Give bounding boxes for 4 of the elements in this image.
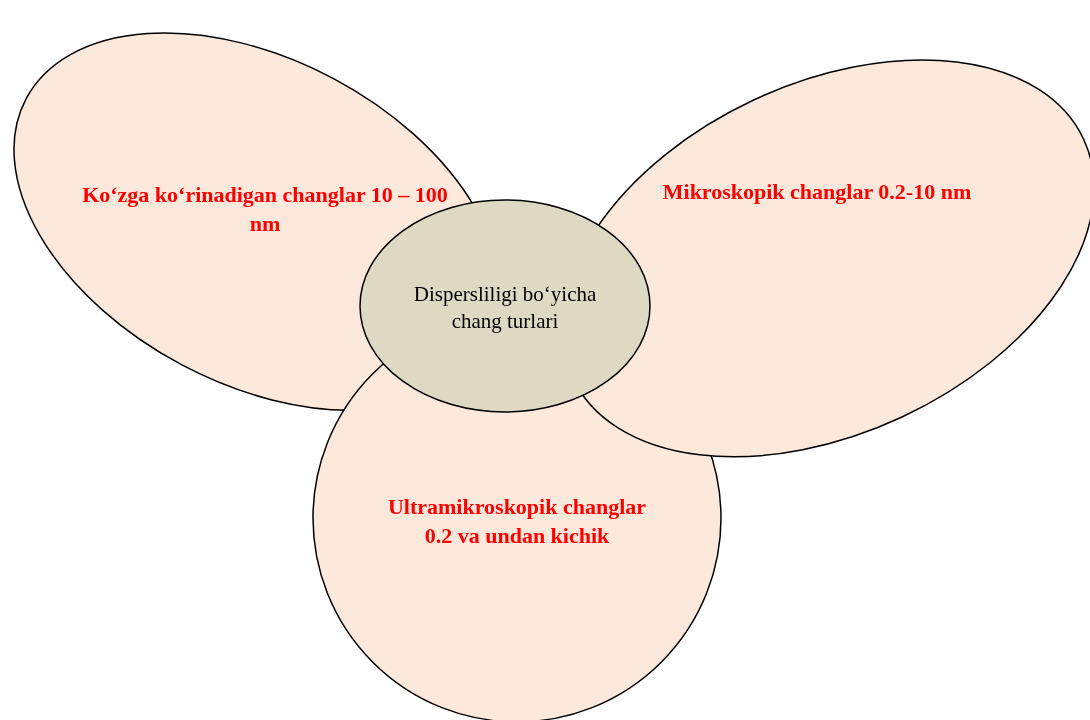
- category-label: Ultramikroskopik changlar 0.2 va undan kichik: [387, 493, 647, 550]
- center-label: Dispersliligi bo‘yicha chang turlari: [412, 281, 598, 336]
- category-label: Ko‘zga ko‘rinadigan changlar 10 – 100 nm: [81, 181, 449, 238]
- category-label: Mikroskopik changlar 0.2-10 nm: [661, 178, 973, 206]
